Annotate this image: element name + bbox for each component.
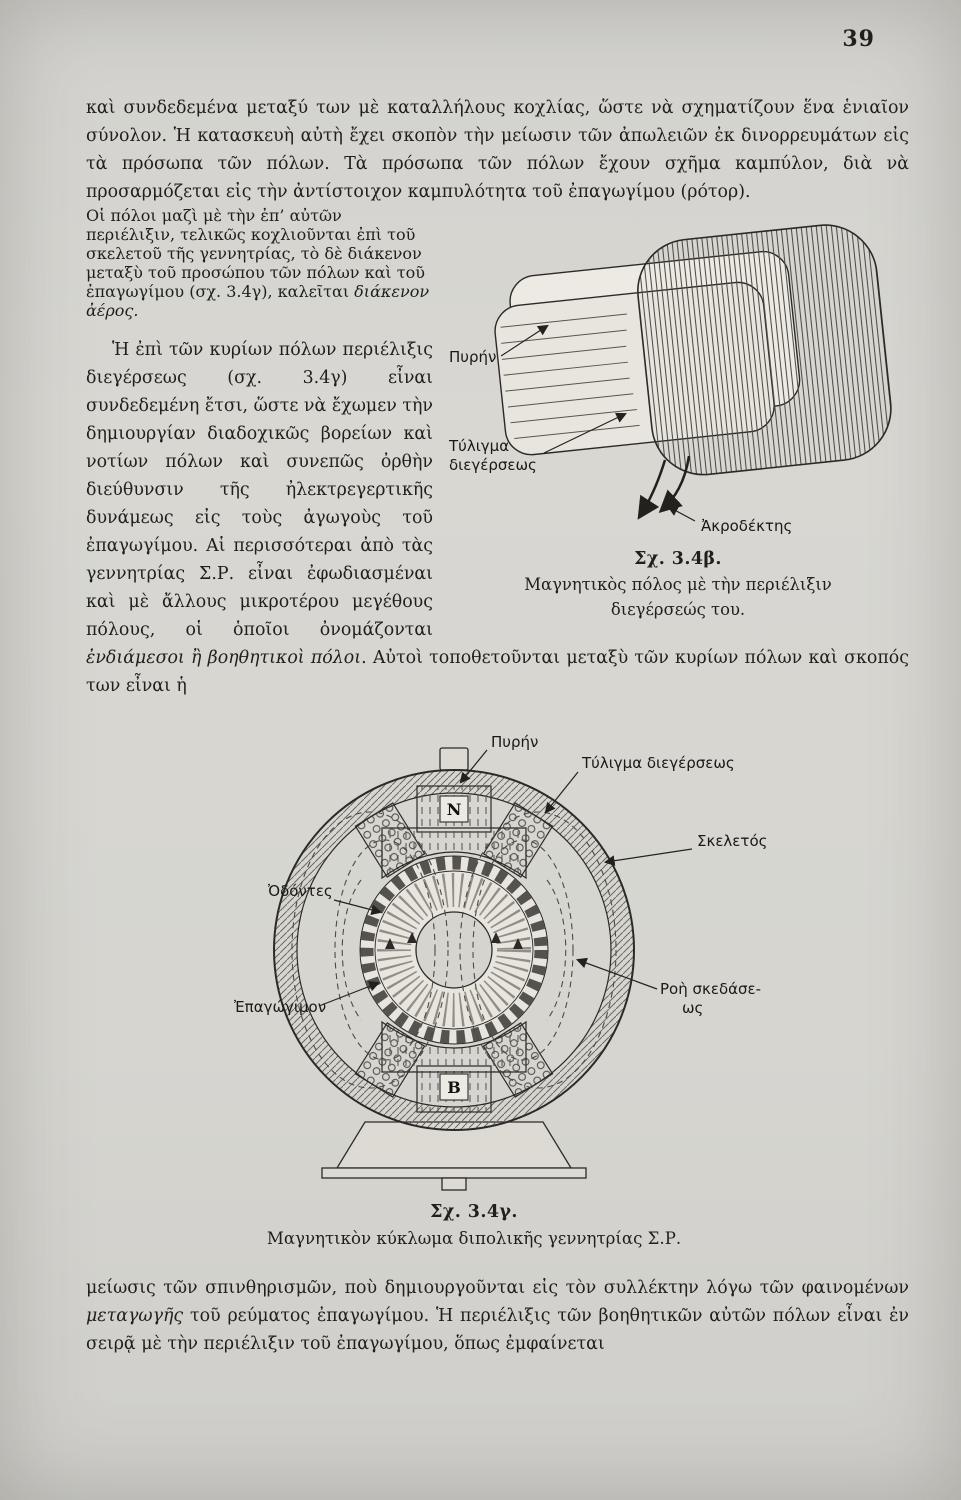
paragraph-2: Ἡ ἐπὶ τῶν κυρίων πόλων περιέλιξις διεγέρ… [86,336,909,700]
core-leader-arrow [459,749,488,784]
paragraph-1: καὶ συνδεδεμένα μεταξύ των μὲ καταλλήλου… [86,94,909,206]
north-pole-letter: N [447,800,462,819]
winding-label-line1: Τύλιγμα [448,437,509,455]
leakage-label-line1: Ροὴ σκεδάσε- [660,980,761,998]
bottom-pole: B [381,1020,527,1113]
figure-3-4c-caption-text: Μαγνητικὸν κύκλωμα διπολικῆς γεννητρίας … [266,1229,682,1248]
south-pole-letter: B [447,1078,461,1097]
top-pole: N [381,785,527,880]
paragraph-1-text-a: καὶ συνδεδεμένα μεταξύ των μὲ καταλλήλου… [86,98,909,202]
base-plate [321,1167,587,1179]
emphasis-air-gap: διάκενον ἀέρος. [86,282,430,320]
excitation-winding [637,224,892,476]
leakage-label-line2: ως [682,999,703,1017]
flux-arrow [407,932,417,943]
page-number: 39 [842,26,875,52]
leakage-flux-line [546,879,567,1021]
figure-3-4b-caption-text: Μαγνητικὸς πόλος μὲ τὴν περιέλιξιν διεγέ… [524,575,832,619]
paragraph-2-text-a: Ἡ ἐπὶ τῶν κυρίων πόλων περιέλιξις διεγέρ… [86,340,433,640]
terminal-wire [658,455,691,514]
terminal-wire [637,459,667,520]
base-lug [441,1177,467,1191]
winding-label-line2: διεγέρσεως [449,456,537,474]
frame-label: Σκελετός [697,832,767,850]
figure-3-4b-number: Σχ. 3.4β. [634,549,722,569]
figure-3-4c-number: Σχ. 3.4γ. [430,1202,518,1222]
laminated-core [494,224,892,476]
teeth-label: Ὀδόντες [268,882,333,900]
core-leader-arrow [500,324,549,357]
armature-teeth [360,856,548,1044]
armature-label: Ἐπαγώγιμον [234,998,326,1016]
figure-3-4c-caption: Σχ. 3.4γ. Μαγνητικὸν κύκλωμα διπολικῆς γ… [144,1202,804,1248]
terminal-leader-arrow [667,505,696,522]
frame-leader-arrow [603,848,693,867]
winding-leader-arrow [544,771,579,814]
core-label: Πυρήν [491,733,538,751]
paragraph-1-text-b: Οἱ πόλοι μαζὶ μὲ τὴν ἐπ’ αὐτῶν περιέλιξι… [86,206,425,301]
flux-arrow [513,938,523,949]
terminal-label: Ἀκροδέκτης [701,517,792,535]
teeth-leader-arrow [333,899,383,916]
figure-3-4b-caption: Σχ. 3.4β. Μαγνητικὸς πόλος μὲ τὴν περιέλ… [447,549,909,622]
winding-label: Τύλιγμα διεγέρσεως [581,754,735,772]
armature [359,855,549,1045]
flux-arrow [491,932,501,943]
emphasis-commutation: μεταγωγῆς [86,1306,184,1326]
lifting-lug [439,747,469,771]
flux-arrow [385,938,395,949]
armature-leader-arrow [318,981,381,1007]
core-label: Πυρήν [449,348,496,366]
figure-3-4b: Πυρήν Τύλιγμα διεγέρσεως Ἀκροδέκτης Σχ. … [447,210,909,622]
figure-3-4c: N B [144,722,804,1248]
paragraph-3-text-a: μείωσις τῶν σπινθηρισμῶν, ποὺ δημιουργοῦ… [86,1278,909,1298]
flux-lines [291,811,617,1089]
paragraph-2-text-b: . Αὐτοὶ τοποθετοῦνται μεταξὺ τῶν κυρίων … [86,648,909,696]
pole-core-drawing: Πυρήν Τύλιγμα διεγέρσεως Ἀκροδέκτης [448,224,892,535]
emphasis-auxiliary-poles: ἐνδιάμεσοι ἢ βοηθητικοὶ πόλοι [86,648,362,668]
shaft-hole [415,911,493,989]
page-content: καὶ συνδεδεμένα μεταξύ των μὲ καταλλήλου… [86,94,909,1358]
paragraph-3-text-b: τοῦ ρεύματος ἐπαγωγίμου. Ἡ περιέλιξις τῶ… [86,1306,909,1354]
paragraph-3: μείωσις τῶν σπινθηρισμῶν, ποὺ δημιουργοῦ… [86,1274,909,1358]
winding-leader-arrow [543,412,627,454]
magnetic-circuit-drawing: N B [234,733,767,1191]
leakage-flux-line [341,879,362,1021]
leakage-leader-arrow [575,957,658,990]
